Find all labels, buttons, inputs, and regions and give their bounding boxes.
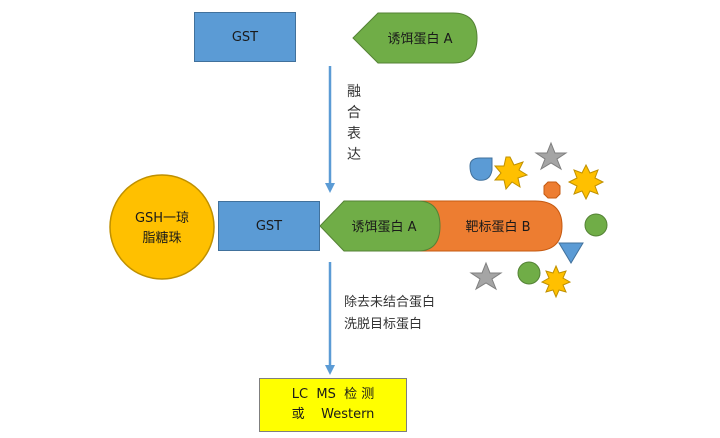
western-label: 或 Western xyxy=(291,407,375,422)
gray-star-icon-top xyxy=(534,141,568,171)
triangle-icon xyxy=(558,242,584,264)
gst-box-middle: GST xyxy=(218,201,320,251)
gsh-agarose-bead xyxy=(109,174,215,280)
remove-unbound-label: 除去未结合蛋白 xyxy=(344,295,436,310)
green-circle-icon-bottom xyxy=(517,261,541,285)
gst-box-top: GST xyxy=(194,12,296,62)
lcms-detection-label: LC MS 检 测 xyxy=(291,387,375,402)
octagon-icon xyxy=(543,181,561,199)
gray-star-icon-bottom xyxy=(469,261,503,291)
burst-star-icon-right xyxy=(567,163,605,201)
elute-target-label: 洗脱目标蛋白 xyxy=(344,317,423,332)
target-protein-b-label: 靶标蛋白 B xyxy=(465,219,530,235)
bait-protein-a-shape-middle xyxy=(319,200,441,252)
burst-star-icon-bottom xyxy=(540,264,572,299)
bait-protein-a-label-top: 诱饵蛋白 A xyxy=(387,31,452,47)
bait-protein-a-label-middle: 诱饵蛋白 A xyxy=(351,219,416,235)
droplet-icon xyxy=(469,157,493,181)
gsh-bead-label-line2: 脂糖珠 xyxy=(142,230,181,246)
burst-star-icon xyxy=(493,156,529,191)
gst-label-top: GST xyxy=(231,29,259,45)
gsh-bead-label-line1: GSH一琼 xyxy=(135,211,189,226)
detection-result-box: LC MS 检 测 或 Western xyxy=(259,378,407,432)
green-circle-icon-right xyxy=(584,213,608,237)
gst-label-middle: GST xyxy=(255,218,283,234)
target-protein-b-shape xyxy=(419,200,563,252)
bait-protein-a-shape-top xyxy=(352,12,478,64)
fusion-expression-label: 融合表达 xyxy=(347,84,361,163)
